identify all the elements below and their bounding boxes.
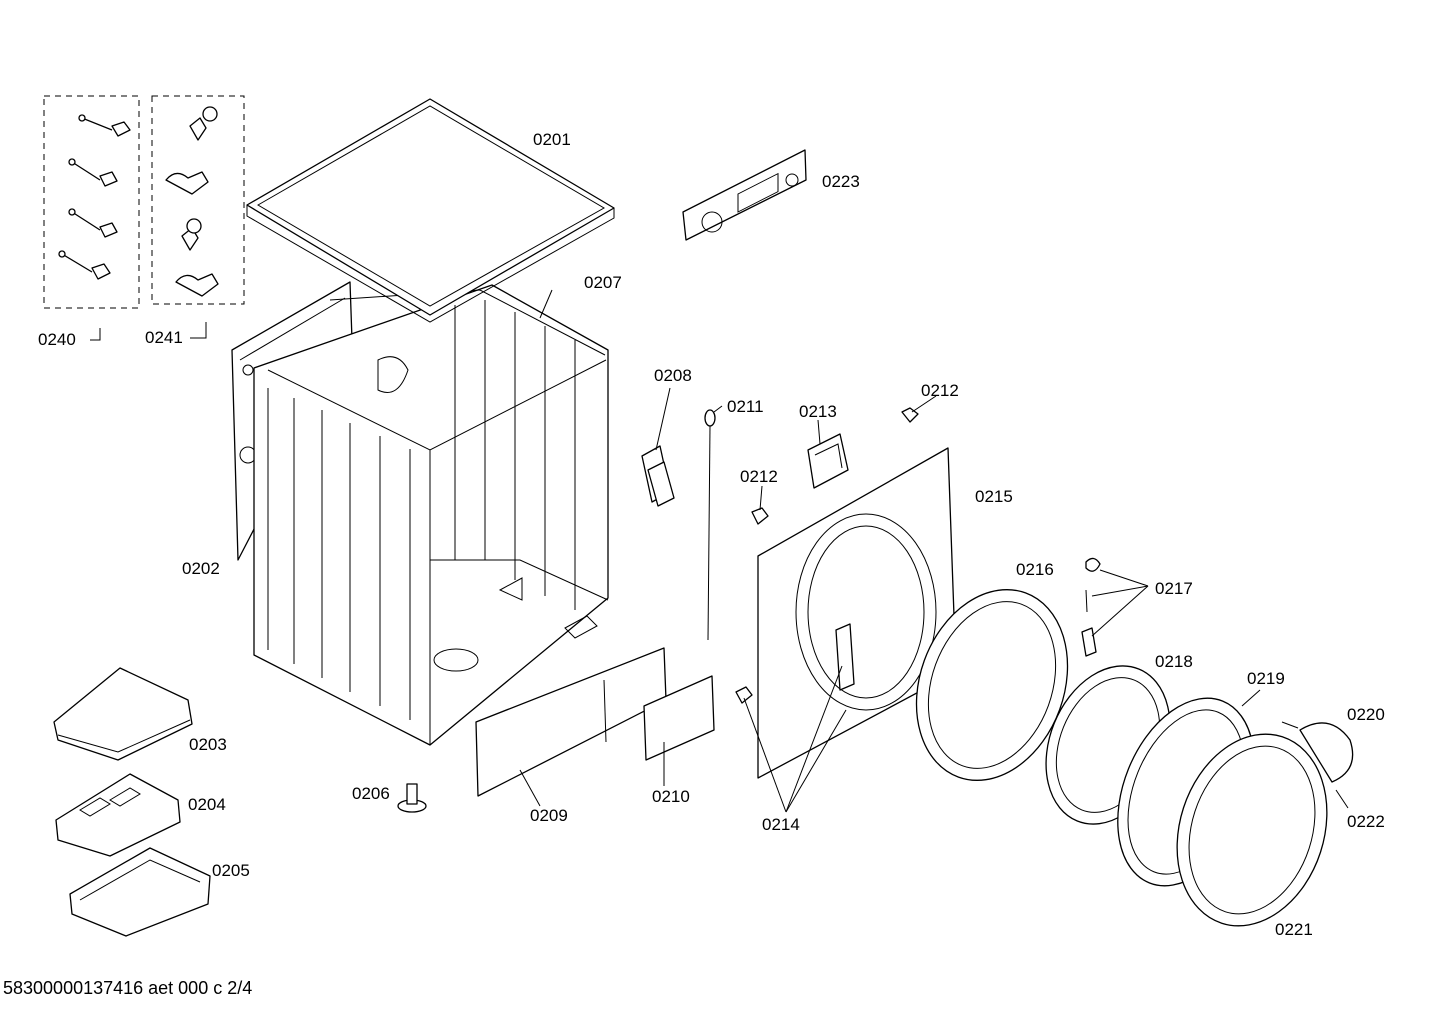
label-0201: 0201: [533, 130, 571, 149]
label-0221: 0221: [1275, 920, 1313, 939]
kit-0241: [151, 95, 245, 305]
foot-0206: [397, 783, 427, 813]
worktop-0201: [246, 98, 615, 323]
clip-0212-upper: [901, 407, 919, 423]
label-0217: 0217: [1155, 579, 1193, 598]
label-0216: 0216: [1016, 560, 1054, 579]
kit-0240: [43, 95, 140, 309]
outer-frame-0221: [1176, 733, 1328, 927]
label-0210: 0210: [652, 787, 690, 806]
part-labels: 0201 0223 0207 0240 0241 0208 0211 0213 …: [38, 130, 1385, 939]
front-panel-0215: [757, 447, 957, 779]
label-0222: 0222: [1347, 812, 1385, 831]
label-0207: 0207: [584, 273, 622, 292]
label-0211: 0211: [727, 397, 764, 416]
module-tray-0205: [69, 847, 211, 937]
hinge-bracket-0208: [641, 445, 675, 507]
label-0240: 0240: [38, 330, 76, 349]
label-0215: 0215: [975, 487, 1013, 506]
handle-0220: [1281, 721, 1354, 783]
label-0220: 0220: [1347, 705, 1385, 724]
electronic-module-0204: [55, 773, 181, 857]
cabinet-0207: [253, 284, 609, 746]
flap-0210: [643, 675, 715, 761]
label-0209: 0209: [530, 806, 568, 825]
label-0208: 0208: [654, 366, 692, 385]
label-0213: 0213: [799, 402, 837, 421]
label-0202: 0202: [182, 559, 220, 578]
leader-lines: [90, 289, 1349, 813]
label-0206: 0206: [352, 784, 390, 803]
label-0214: 0214: [762, 815, 800, 834]
module-cover-0203: [53, 667, 193, 761]
door-lock-0213: [807, 433, 849, 489]
control-panel-0223: [682, 149, 807, 241]
clip-0212-lower: [751, 507, 769, 525]
clip-0214: [735, 686, 753, 704]
label-0223: 0223: [822, 172, 860, 191]
label-0241: 0241: [145, 328, 183, 347]
label-0203: 0203: [189, 735, 227, 754]
document-id-footer: 58300000137416 aet 000 c 2/4: [3, 978, 253, 998]
label-0212-upper: 0212: [921, 381, 959, 400]
door-ring-0216: [915, 589, 1069, 781]
label-0212-lower: 0212: [740, 467, 778, 486]
label-0219: 0219: [1247, 669, 1285, 688]
hinge-set-0217: [1081, 557, 1101, 657]
label-0218: 0218: [1155, 652, 1193, 671]
label-0204: 0204: [188, 795, 226, 814]
rod-0211: [704, 409, 716, 641]
label-0205: 0205: [212, 861, 250, 880]
